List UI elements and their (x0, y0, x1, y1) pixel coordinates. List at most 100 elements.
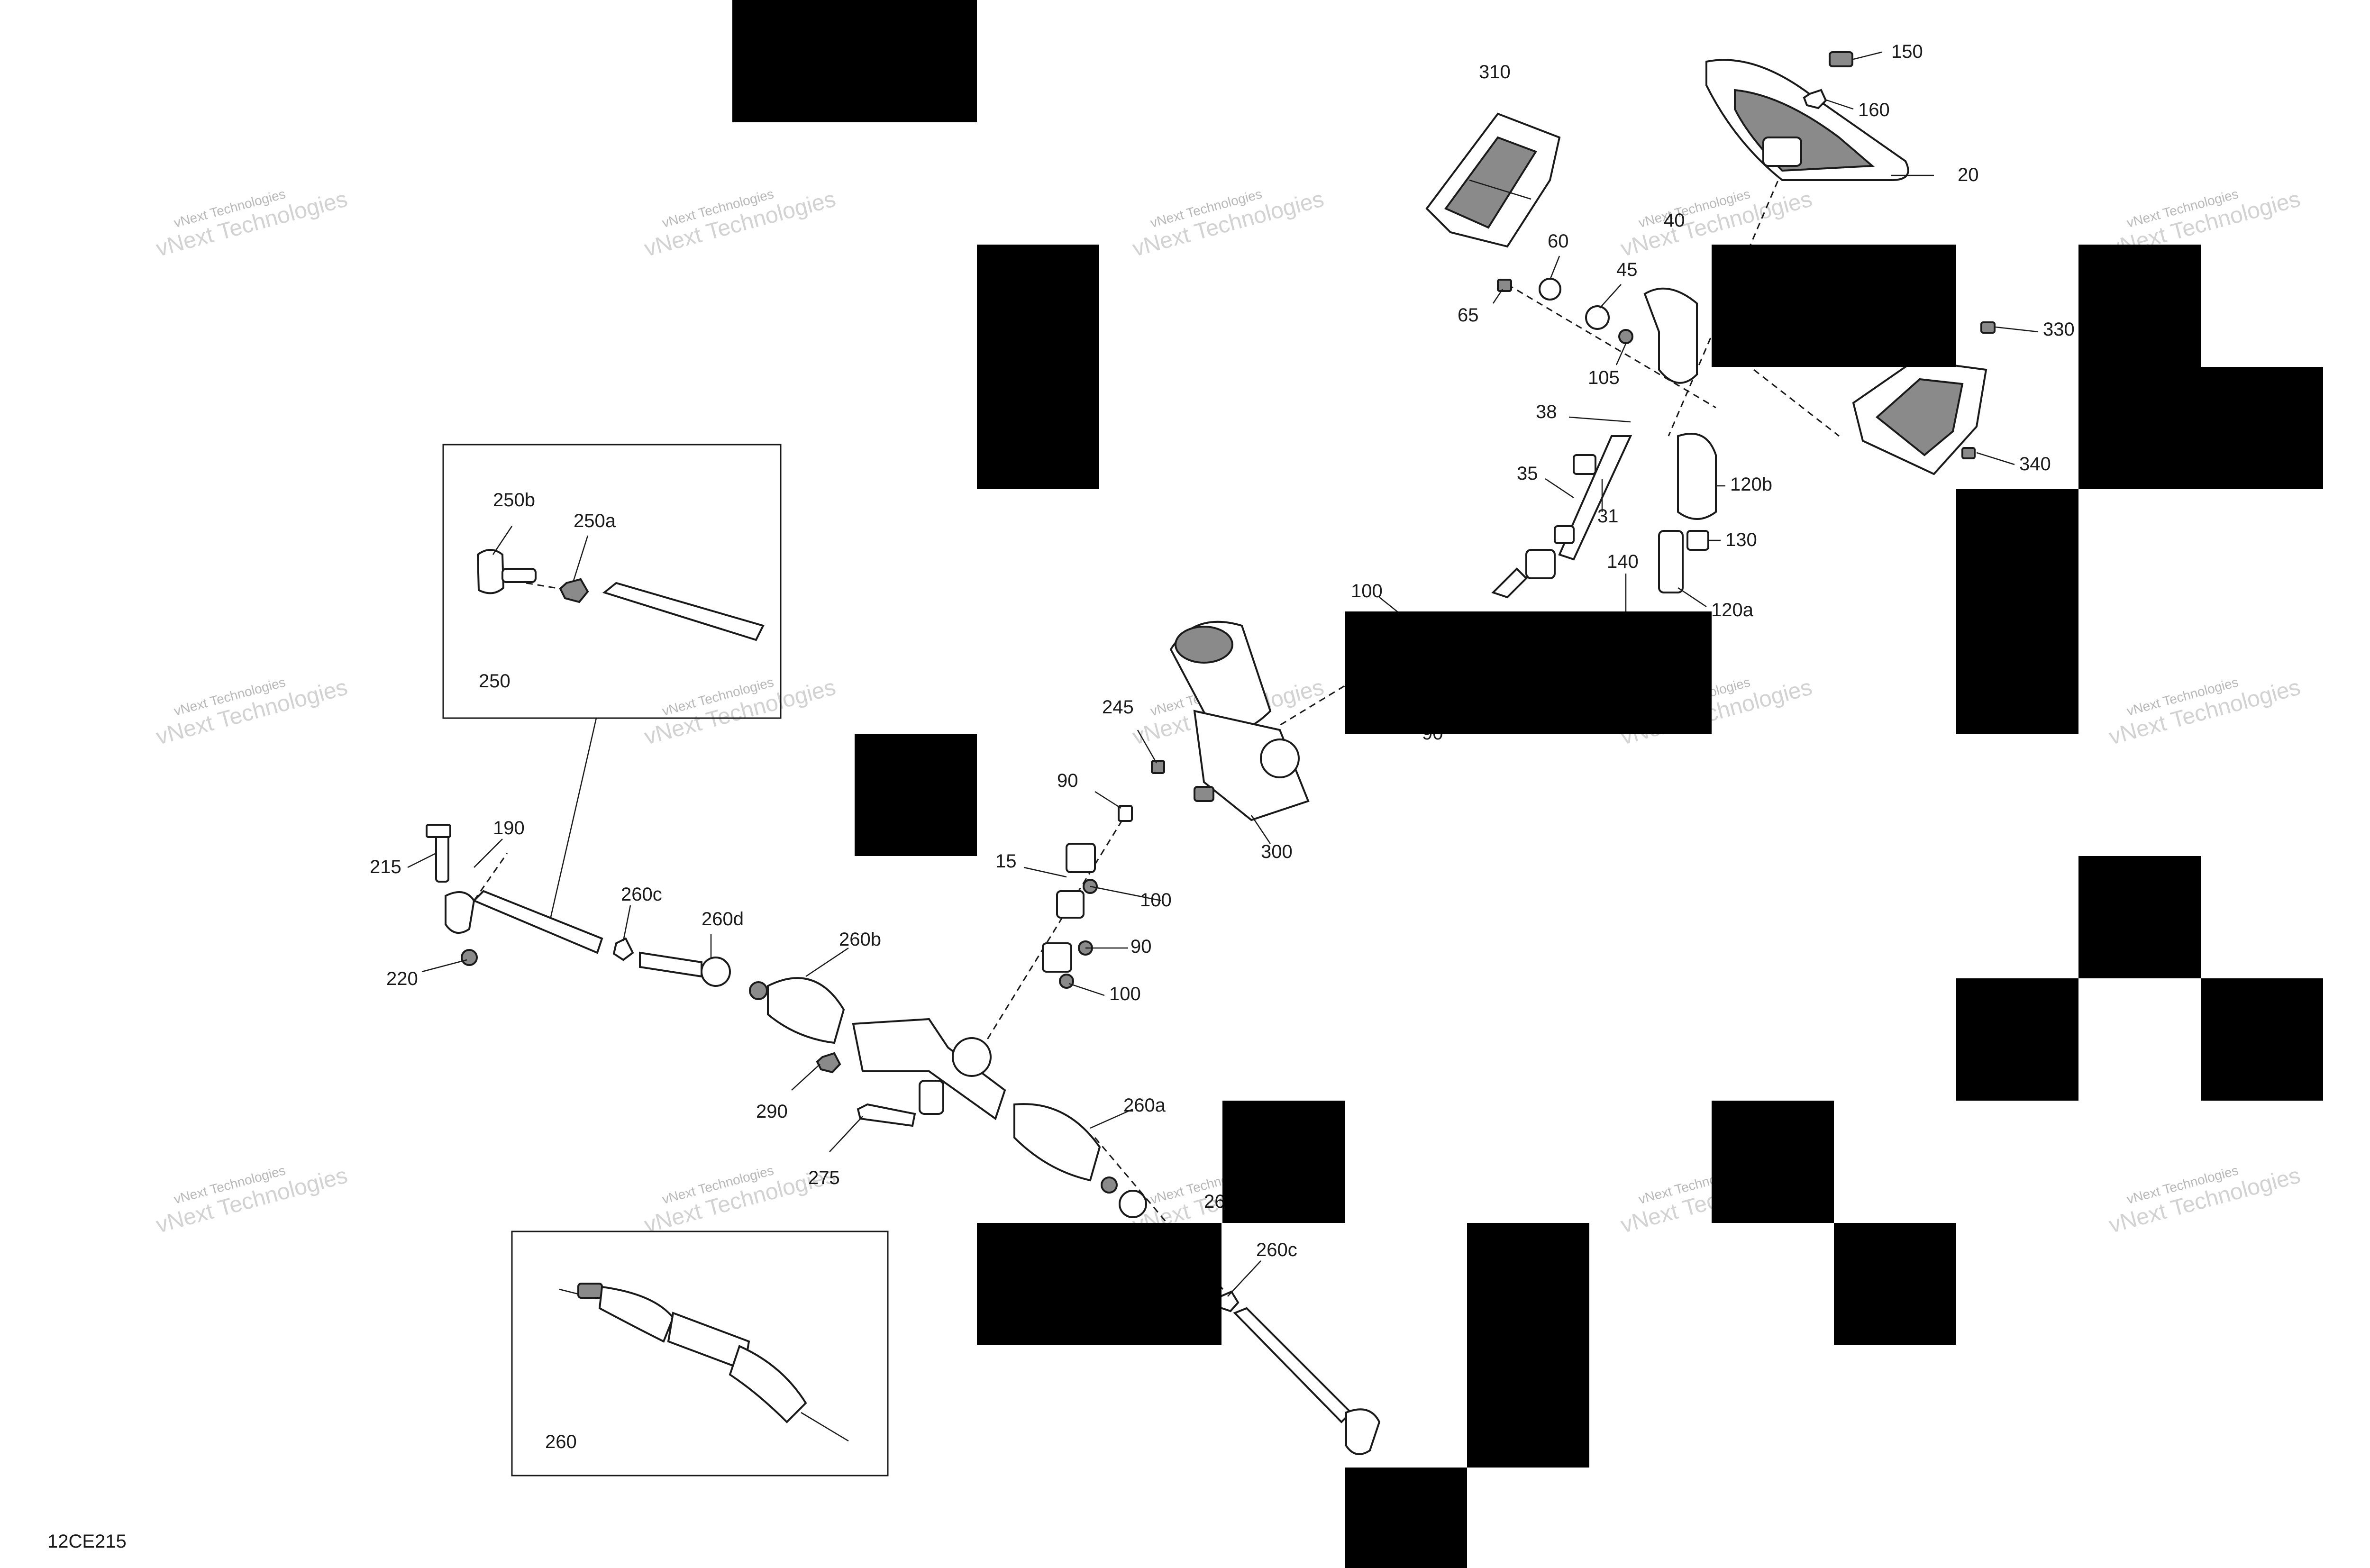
watermark: vNext Technologies vNext Technologies (642, 186, 839, 262)
watermark: vNext Technologies vNext Technologies (154, 1163, 350, 1238)
part-330-340 (1852, 321, 1996, 475)
watermark: vNext Technologies vNext Technologies (642, 1163, 839, 1238)
parts (426, 51, 1996, 1455)
callout-310: 310 (1479, 62, 1511, 82)
callout-130: 130 (1725, 529, 1757, 550)
part-300 (1169, 620, 1310, 821)
part-120a (1658, 530, 1709, 593)
callout-15: 15 (995, 851, 1017, 872)
redaction-block (855, 734, 977, 856)
part-310 (1425, 112, 1561, 248)
part-105 (1618, 329, 1633, 344)
watermark: vNext Technologies vNext Technologies (2106, 675, 2303, 750)
part-160 (1803, 89, 1827, 109)
part-60 (1539, 278, 1561, 301)
callout-100-low: 100 (1109, 984, 1141, 1004)
part-260b-clamp (749, 981, 768, 1000)
redaction-block (2078, 245, 2201, 489)
watermark: vNext Technologies vNext Technologies (642, 675, 839, 750)
callout-120a: 120a (1711, 600, 1754, 620)
part-150 (1829, 51, 1853, 67)
redaction-block (2201, 367, 2323, 489)
redaction-block (1956, 489, 2078, 734)
redaction-block (977, 245, 1099, 489)
callout-26x: 26 (1204, 1191, 1225, 1212)
callout-220: 220 (386, 968, 418, 989)
part-90 (1118, 805, 1133, 822)
callout-140: 140 (1607, 551, 1639, 572)
inset-box-250 (442, 444, 782, 932)
callout-340: 340 (2019, 454, 2051, 474)
part-120b (1677, 433, 1717, 520)
redaction-block (732, 0, 977, 122)
callout-90-mid: 90 (1057, 770, 1078, 791)
redaction-block (1345, 611, 1712, 734)
part-tie-rod-right (1233, 1307, 1352, 1423)
redaction-block (1345, 1468, 1467, 1568)
inset-box-260 (511, 1231, 889, 1477)
redaction-block (977, 1223, 1221, 1345)
callout-31: 31 (1597, 506, 1619, 527)
callout-290: 290 (756, 1101, 788, 1122)
part-260d (639, 951, 731, 987)
callout-260b: 260b (839, 929, 881, 950)
callout-250: 250 (479, 671, 510, 692)
redaction-block (2201, 978, 2323, 1101)
callout-260d: 260d (702, 909, 744, 930)
part-65 (1497, 279, 1512, 292)
watermark: vNext Technologies vNext Technologies (154, 186, 350, 262)
part-20 (1705, 59, 1909, 181)
part-245 (1151, 760, 1165, 774)
callout-260c-right: 260c (1256, 1240, 1297, 1260)
watermark: vNext Technologies vNext Technologies (1130, 186, 1327, 262)
callout-250a: 250a (574, 511, 616, 531)
callout-65: 65 (1458, 305, 1479, 326)
part-tie-rod-left (426, 824, 634, 966)
part-tie-rod-end-right (1345, 1408, 1381, 1455)
callout-250b: 250b (493, 490, 535, 511)
part-inner-joint-right (1119, 1190, 1147, 1218)
part-rack-housing (852, 1018, 1006, 1121)
callout-275: 275 (808, 1167, 840, 1188)
callout-45: 45 (1616, 259, 1638, 280)
part-40 (1643, 287, 1698, 384)
part-shaft (1554, 435, 1632, 561)
callout-300: 300 (1261, 841, 1293, 862)
redaction-block (1956, 978, 2078, 1101)
part-260b (767, 977, 845, 1044)
callout-330: 330 (2043, 319, 2075, 340)
redaction-block (1712, 1101, 1834, 1223)
redaction-block (1222, 1101, 1345, 1223)
part-15 (1042, 843, 1098, 989)
watermark: vNext Technologies vNext Technologies (2106, 1163, 2303, 1238)
part-290 (816, 1052, 841, 1074)
callout-20: 20 (1958, 164, 1979, 185)
watermark: vNext Technologies vNext Technologies (154, 675, 350, 750)
part-45 (1585, 305, 1610, 330)
part-275 (857, 1103, 916, 1127)
redaction-block (1834, 1223, 1956, 1345)
callout-35: 35 (1517, 463, 1538, 484)
part-260a (1013, 1103, 1101, 1182)
redaction-block (1467, 1223, 1589, 1468)
callout-260a: 260a (1123, 1095, 1166, 1116)
callout-215: 215 (370, 857, 401, 877)
callout-245: 245 (1102, 697, 1134, 718)
document-code: 12CE215 (47, 1531, 127, 1552)
callout-260c-left: 260c (621, 884, 662, 905)
callout-150: 150 (1891, 41, 1923, 62)
callout-90-low: 90 (1130, 936, 1152, 957)
redaction-block (1712, 245, 1956, 367)
callout-190: 190 (493, 818, 525, 839)
callout-120b: 120b (1730, 474, 1772, 495)
callout-100-mid: 100 (1140, 890, 1172, 911)
callout-105: 105 (1588, 367, 1620, 388)
callout-38: 38 (1536, 401, 1557, 422)
part-260a-clamp (1101, 1176, 1118, 1194)
redaction-block (2078, 856, 2201, 978)
callout-160: 160 (1858, 100, 1890, 120)
redaction-blocks (732, 0, 2323, 1568)
callout-40: 40 (1664, 210, 1685, 231)
callout-100-top: 100 (1351, 581, 1383, 602)
